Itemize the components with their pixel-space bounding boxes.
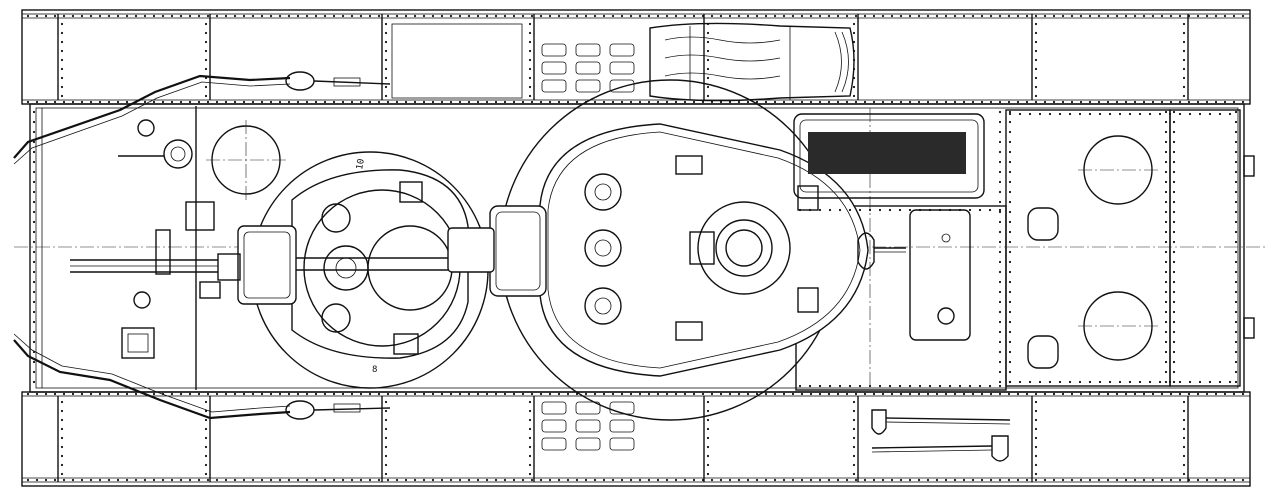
- headlight: [118, 119, 193, 169]
- spare-track-links-top: [541, 43, 635, 93]
- tow-cable-top: [13, 71, 391, 165]
- tow-cable-bottom: [13, 333, 391, 420]
- spare-track-links-bottom: [541, 401, 635, 451]
- turret-mark-a: 10: [355, 158, 367, 170]
- main-turret: [489, 79, 906, 421]
- commander-cupola: [689, 201, 791, 295]
- forward-turret-gun: [70, 225, 495, 305]
- tarpaulin-roll: [649, 22, 855, 102]
- rear-mg-mount: [857, 232, 906, 270]
- turret-mark-b: 8: [372, 365, 377, 375]
- main-mantlet: [489, 205, 547, 297]
- bow-fittings: [155, 201, 221, 299]
- exhaust-stubs: [1243, 155, 1255, 339]
- pioneer-tools: [871, 409, 1011, 462]
- radiator-grille: [793, 113, 985, 199]
- driver-periscope: [206, 120, 286, 200]
- forward-sub-turret: 10 8: [70, 151, 495, 389]
- hull-deck: [29, 103, 1245, 393]
- rivet-lines: [26, 14, 1245, 482]
- horn: [121, 291, 155, 359]
